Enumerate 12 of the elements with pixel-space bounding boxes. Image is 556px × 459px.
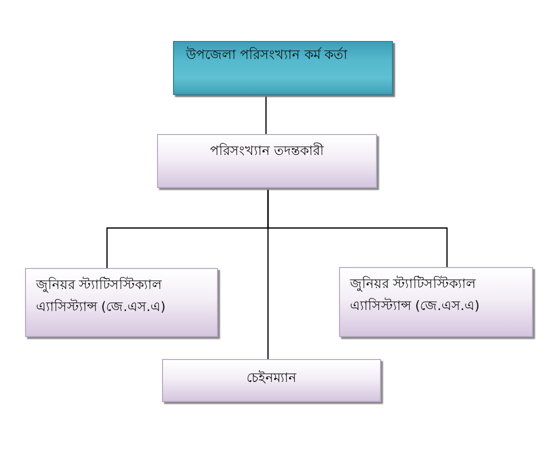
role-box	[162, 359, 381, 402]
connector-line	[265, 95, 267, 134]
role-title: পরিসংখ্যান তদন্তকারী	[208, 142, 326, 161]
role-box	[173, 41, 393, 95]
role-box	[339, 267, 533, 337]
role-box	[25, 268, 218, 337]
role-box	[157, 134, 377, 188]
role-title: জুনিয়র স্ট্যাটিসস্টিক্যাল এ্যাসিস্ট্যান্স (জে.এস.এ)	[36, 276, 167, 317]
role-title: চেইনম্যান	[246, 369, 298, 388]
connector-line	[267, 188, 269, 359]
role-title: উপজেলা পরিসংখ্যান কর্ম কর্তা	[186, 46, 348, 65]
role-title: জুনিয়র স্ট্যাটিসস্টিক্যাল এ্যাসিস্ট্যান্স (জে.এস.এ)	[350, 274, 481, 316]
